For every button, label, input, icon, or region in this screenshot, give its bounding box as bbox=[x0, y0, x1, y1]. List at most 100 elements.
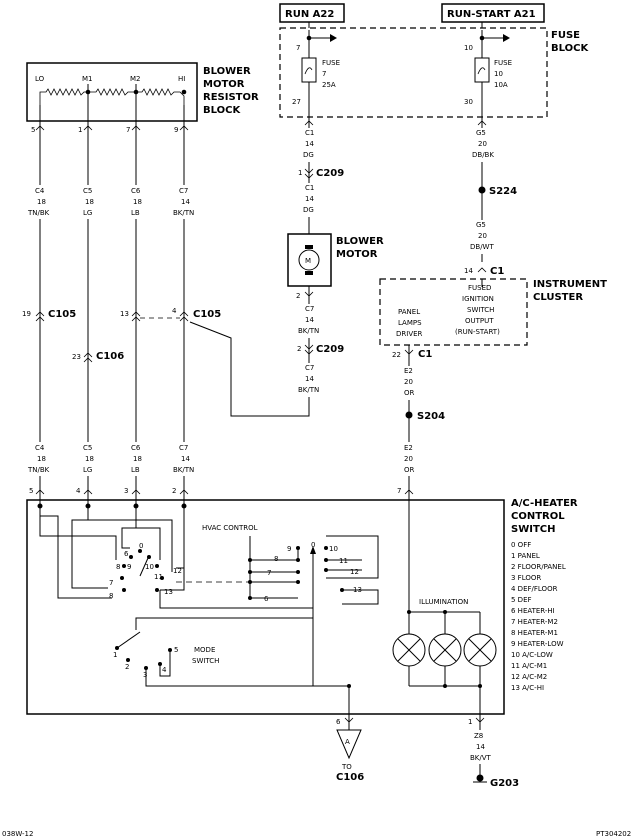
fuse-block: FUSE BLOCK 7 FUSE 7 25A 27 10 bbox=[279, 27, 589, 118]
switch-pin-7: 7 bbox=[397, 487, 401, 495]
lower-wire-2-color: LG bbox=[83, 466, 92, 474]
c105-mid-pin: 13 bbox=[120, 310, 129, 318]
resistor-tap-m1: M1 bbox=[82, 75, 93, 83]
upper-wire-4-color: BK/TN bbox=[173, 209, 194, 217]
mode-pos-5: 5 bbox=[174, 646, 178, 654]
lamp-wire-2-color: OR bbox=[404, 466, 415, 474]
lamp-wire-1-code: E2 bbox=[404, 367, 413, 375]
motor-out-1-gauge: 14 bbox=[305, 316, 314, 324]
resistor-tap-m2: M2 bbox=[130, 75, 141, 83]
cluster-right-2: IGNITION bbox=[462, 295, 494, 303]
fuse-7: 7 FUSE 7 25A 27 bbox=[292, 30, 340, 117]
legend-12: 12 A/C-M2 bbox=[511, 673, 547, 681]
upper-wire-3-gauge: 18 bbox=[133, 198, 142, 206]
c209-top-label: C209 bbox=[316, 168, 344, 179]
ignition-feed-circuit: G5 20 DB/BK S224 G5 20 DB/WT 14 C1 bbox=[464, 117, 517, 277]
cluster-title-1: INSTRUMENT bbox=[533, 279, 607, 290]
lamp-icon bbox=[463, 633, 497, 667]
fuse10-label-3: 10A bbox=[494, 81, 508, 89]
switch-out-pin: 6 bbox=[336, 718, 341, 726]
cluster-left-1: PANEL bbox=[398, 308, 420, 316]
resistor-title-3: RESISTOR bbox=[203, 92, 259, 103]
left-pos-9: 9 bbox=[127, 563, 131, 571]
ign-wire-2-gauge: 20 bbox=[478, 232, 487, 240]
left-rotary-contacts: 0 6 7 8 9 10 11 12 13 8 bbox=[109, 542, 182, 600]
fuse10-label-2: 10 bbox=[494, 70, 503, 78]
legend-13: 13 A/C-HI bbox=[511, 684, 544, 692]
fuse7-label-2: 7 bbox=[322, 70, 326, 78]
fuse-10: 10 FUSE 10 10A 30 bbox=[464, 30, 512, 117]
c106-label: C106 bbox=[96, 351, 124, 362]
lower-wire-1-code: C4 bbox=[35, 444, 45, 452]
lower-wire-3-code: C6 bbox=[131, 444, 141, 452]
mode-switch-label-2: SWITCH bbox=[192, 657, 219, 665]
resistor-title-1: BLOWER bbox=[203, 66, 251, 77]
switch-ground-circuit: 1 Z8 14 BK/VT G203 bbox=[468, 714, 519, 789]
upper-wire-labels: C4 18 TN/BK C5 18 LG C6 18 LB C7 14 BK/T… bbox=[27, 185, 198, 219]
lamp-feed-circuit: 22 C1 E2 20 OR S204 E2 20 OR bbox=[392, 349, 445, 476]
mode-switch: 1 2 3 4 5 MODE SWITCH bbox=[113, 617, 313, 687]
cluster-left-2: LAMPS bbox=[398, 319, 422, 327]
legend-5: 5 DEF bbox=[511, 596, 532, 604]
upper-wire-1-gauge: 18 bbox=[37, 198, 46, 206]
right-pos-9: 9 bbox=[287, 545, 291, 553]
ac-ref-target: C106 bbox=[336, 772, 364, 783]
lower-wire-labels: C4 18 TN/BK C5 18 LG C6 18 LB C7 14 BK/T… bbox=[27, 442, 198, 476]
resistor-pin-1: 1 bbox=[78, 126, 82, 134]
lower-wire-4-code: C7 bbox=[179, 444, 188, 452]
left-pos-10: 10 bbox=[145, 563, 154, 571]
legend-10: 10 A/C-LOW bbox=[511, 651, 553, 659]
upper-wire-4-code: C7 bbox=[179, 187, 188, 195]
ground-wire-code: Z8 bbox=[474, 732, 483, 740]
left-pos-8: 8 bbox=[116, 563, 120, 571]
ign-wire-1-code: G5 bbox=[476, 129, 486, 137]
lamp-wire-1-color: OR bbox=[404, 389, 415, 397]
switch-title-1: A/C-HEATER bbox=[511, 498, 578, 509]
ac-ref-symbol: A bbox=[345, 738, 350, 746]
footer-left: 038W-12 bbox=[2, 830, 33, 838]
resistor-tap-hi: HI bbox=[178, 75, 185, 83]
blower-motor-circuit: C1 14 DG 1 C209 C1 14 DG M BLOWER MOTOR … bbox=[189, 117, 384, 417]
mode-pos-1: 1 bbox=[113, 651, 117, 659]
illumination-lamps: ILLUMINATION bbox=[392, 506, 497, 714]
switch-pin-3: 3 bbox=[124, 487, 128, 495]
switch-pin-4: 4 bbox=[76, 487, 81, 495]
right-rotary-contacts: 6 7 8 9 0 10 11 12 13 bbox=[248, 541, 362, 603]
lower-wire-1-gauge: 18 bbox=[37, 455, 46, 463]
blower-motor-title-2: MOTOR bbox=[336, 249, 378, 260]
motor-out-1-code: C7 bbox=[305, 305, 314, 313]
upper-wire-2-gauge: 18 bbox=[85, 198, 94, 206]
s204-splice bbox=[405, 411, 413, 419]
legend-6: 6 HEATER-HI bbox=[511, 607, 555, 615]
resistor-pin-7: 7 bbox=[126, 126, 130, 134]
legend-1: 1 PANEL bbox=[511, 552, 540, 560]
instrument-cluster: INSTRUMENT CLUSTER PANEL LAMPS DRIVER FU… bbox=[379, 278, 607, 506]
hvac-control-label: HVAC CONTROL bbox=[202, 524, 258, 532]
mode-pos-3: 3 bbox=[143, 671, 147, 679]
motor-feed-2-color: DG bbox=[303, 206, 314, 214]
lower-wire-3-gauge: 18 bbox=[133, 455, 142, 463]
cluster-right-1: FUSED bbox=[468, 284, 491, 292]
cluster-left-3: DRIVER bbox=[396, 330, 423, 338]
upper-wire-2-code: C5 bbox=[83, 187, 92, 195]
ac-heater-control-switch: A/C-HEATER CONTROL SWITCH 5 4 3 2 7 bbox=[26, 487, 578, 715]
right-pos-6: 6 bbox=[264, 595, 269, 603]
motor-feed-1-color: DG bbox=[303, 151, 314, 159]
ground-g203: G203 bbox=[490, 778, 519, 789]
lower-wire-2-gauge: 18 bbox=[85, 455, 94, 463]
left-pos-0: 0 bbox=[139, 542, 143, 550]
left-pos-7: 7 bbox=[109, 579, 113, 587]
right-pos-0: 0 bbox=[311, 541, 315, 549]
motor-feed-1-code: C1 bbox=[305, 129, 314, 137]
switch-title-2: CONTROL bbox=[511, 511, 565, 522]
fuse10-label-1: FUSE bbox=[494, 59, 512, 67]
upper-wire-4-gauge: 14 bbox=[181, 198, 190, 206]
c209-bot-pin: 2 bbox=[297, 345, 301, 353]
right-pos-8: 8 bbox=[274, 555, 278, 563]
run-start-a21-label: RUN-START A21 bbox=[447, 9, 536, 20]
motor-pin-bottom: 2 bbox=[296, 292, 300, 300]
fuse7-label-3: 25A bbox=[322, 81, 336, 89]
right-pos-7: 7 bbox=[267, 569, 271, 577]
upper-wire-3-color: LB bbox=[131, 209, 140, 217]
ign-wire-1-gauge: 20 bbox=[478, 140, 487, 148]
